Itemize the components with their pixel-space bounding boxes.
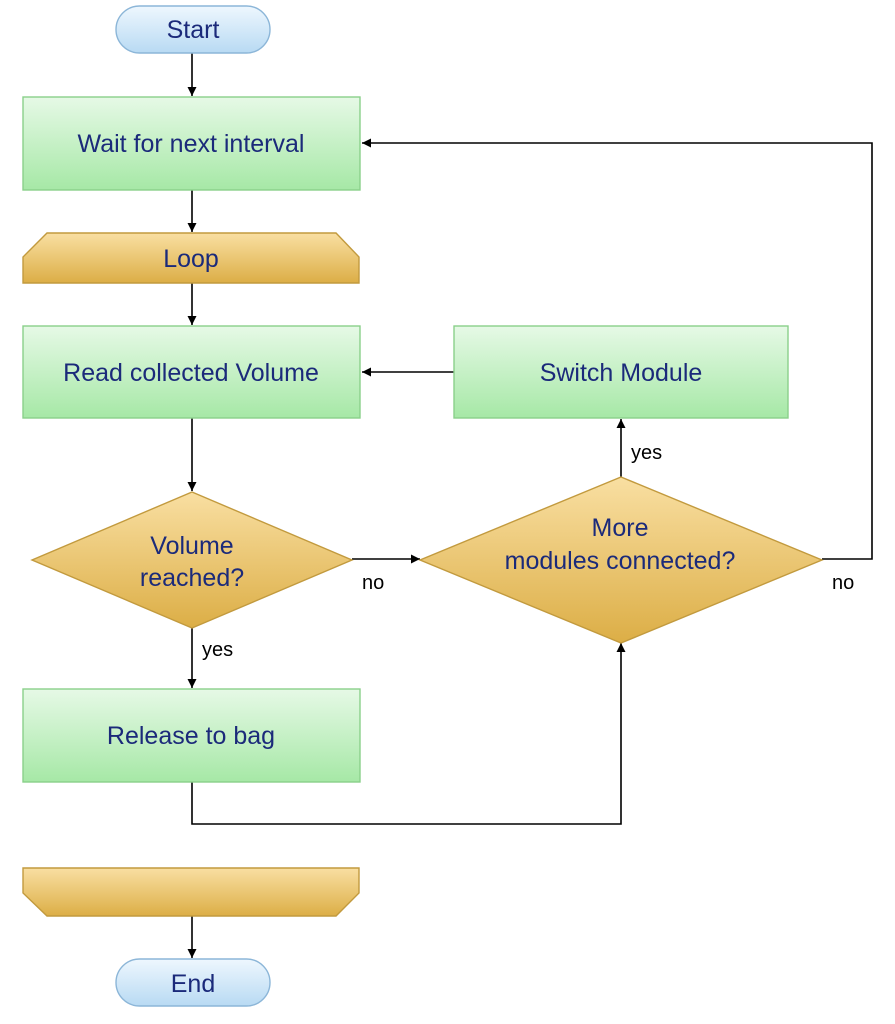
modules-connected-decision: More modules connected?	[418, 476, 824, 644]
read-volume-label: Read collected Volume	[63, 359, 319, 387]
edge-release-to-modules	[191, 643, 626, 825]
modules-no-label: no	[832, 572, 854, 594]
volume-yes-label: yes	[202, 639, 233, 661]
modules-decision-line1: More	[592, 514, 649, 542]
read-volume-process-box: Read collected Volume	[22, 325, 361, 419]
release-process-box: Release to bag	[22, 688, 361, 783]
volume-decision-line1: Volume	[150, 532, 233, 560]
wait-process-box: Wait for next interval	[22, 96, 361, 191]
start-label: Start	[167, 16, 220, 44]
edge-modules-no-to-wait	[362, 138, 873, 560]
volume-decision-line2: reached?	[140, 564, 244, 592]
end-terminal: End	[115, 958, 271, 1007]
release-label: Release to bag	[107, 722, 275, 750]
loop-end-shape	[22, 867, 360, 917]
start-terminal: Start	[115, 5, 271, 54]
wait-label: Wait for next interval	[78, 130, 305, 158]
end-label: End	[171, 970, 215, 998]
loop-begin-shape: Loop	[22, 232, 360, 284]
connectors	[187, 53, 873, 958]
loop-begin-label: Loop	[163, 245, 219, 273]
volume-no-label: no	[362, 572, 384, 594]
volume-reached-decision: Volume reached?	[30, 491, 354, 629]
switch-module-process-box: Switch Module	[453, 325, 789, 419]
modules-yes-label: yes	[631, 442, 662, 464]
switch-module-label: Switch Module	[540, 359, 703, 387]
modules-decision-line2: modules connected?	[505, 547, 736, 575]
